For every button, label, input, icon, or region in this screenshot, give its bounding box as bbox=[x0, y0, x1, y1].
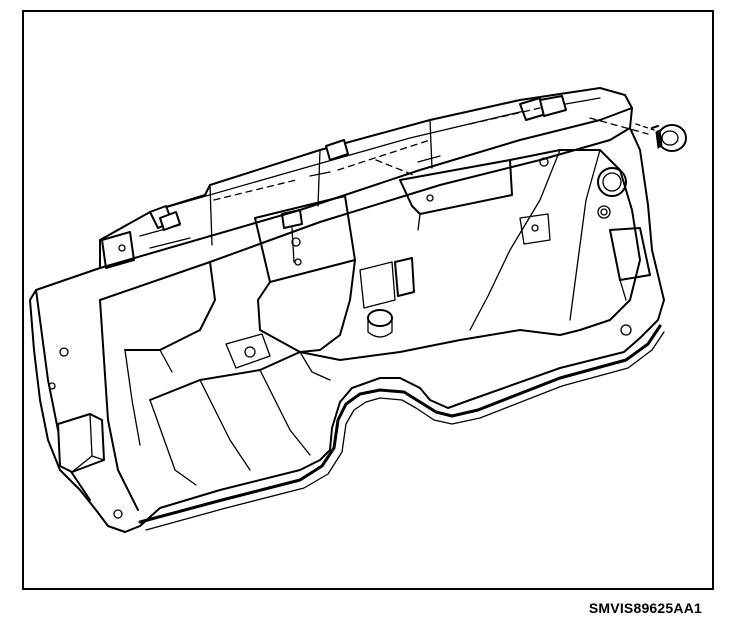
lower-seam-sealer-bead bbox=[138, 324, 665, 531]
alignment-dash-lines bbox=[213, 107, 649, 201]
figure-code: SMVIS89625AA1 bbox=[588, 600, 702, 616]
wiper-mounting-tabs bbox=[149, 95, 567, 231]
rectangular-insulator-block bbox=[57, 413, 105, 473]
dash-panel-assembly bbox=[29, 87, 665, 533]
dash-panel-plug bbox=[635, 123, 687, 152]
right-side-mounting-flange bbox=[539, 157, 651, 336]
weld-nut-bracket bbox=[359, 194, 551, 309]
steering-column-opening bbox=[367, 309, 393, 338]
